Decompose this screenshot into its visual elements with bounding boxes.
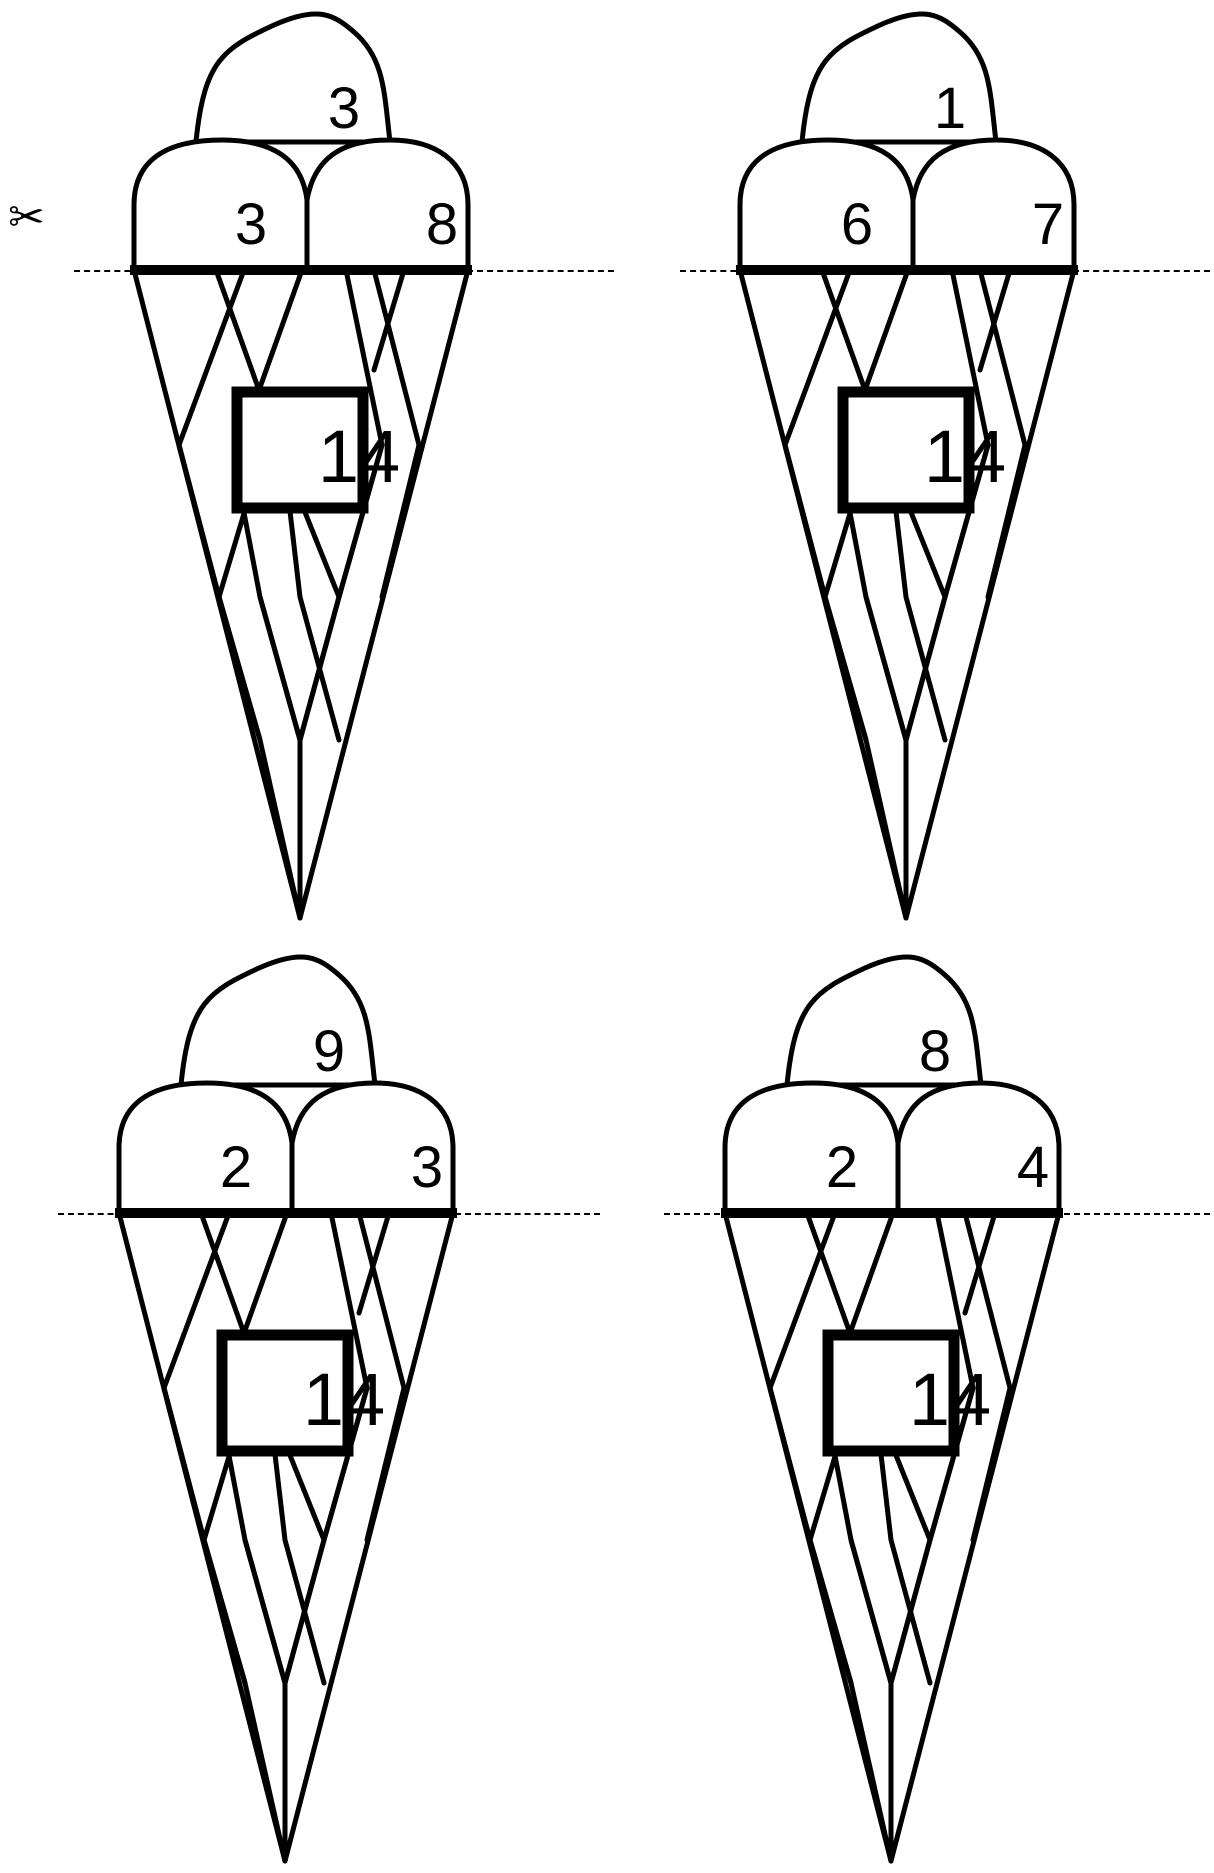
right-scoop-shape — [895, 1080, 1062, 1216]
cone-drawing — [721, 954, 1063, 1864]
cone-drawing — [130, 11, 472, 921]
ice-cream-cone-1: 3 3 8 14 — [130, 0, 574, 930]
target-sum-number: 14 — [908, 1358, 992, 1441]
target-sum-number: 14 — [923, 415, 1007, 498]
waffle-line-8 — [807, 1537, 854, 1686]
top-scoop-number: 1 — [933, 76, 967, 141]
left-scoop-number: 2 — [825, 1135, 859, 1200]
target-sum-number: 14 — [317, 415, 401, 498]
top-scoop-number: 3 — [327, 76, 361, 141]
waffle-line-7 — [863, 594, 948, 743]
scissors-icon: ✂ — [8, 192, 45, 243]
right-scoop-number: 3 — [410, 1135, 444, 1200]
right-scoop-shape — [289, 1080, 456, 1216]
cone-drawing — [736, 11, 1078, 921]
top-scoop-number: 9 — [312, 1019, 346, 1084]
waffle-line-1 — [767, 1210, 894, 1864]
left-scoop-shape — [737, 137, 916, 273]
top-scoop-shape — [193, 11, 393, 145]
top-scoop-shape — [799, 11, 999, 145]
ice-cream-cone-4: 8 2 4 14 — [721, 943, 1165, 1873]
waffle-line-8 — [201, 1537, 248, 1686]
left-scoop-number: 2 — [219, 1135, 253, 1200]
left-scoop-number: 3 — [234, 192, 268, 257]
target-box — [822, 1329, 960, 1457]
waffle-line-7 — [242, 1537, 327, 1686]
top-scoop-shape — [178, 954, 378, 1088]
target-box — [837, 386, 975, 514]
left-scoop-shape — [131, 137, 310, 273]
target-box — [216, 1329, 354, 1457]
target-box — [231, 386, 369, 514]
cone-drawing — [115, 954, 457, 1864]
waffle-line-6 — [356, 1210, 392, 1316]
left-scoop-shape — [722, 1080, 901, 1216]
top-scoop-shape — [784, 954, 984, 1088]
waffle-line-6 — [977, 267, 1013, 373]
waffle-line-7 — [848, 1537, 933, 1686]
waffle-line-1 — [161, 1210, 288, 1864]
waffle-line-8 — [216, 594, 263, 743]
left-scoop-number: 6 — [840, 192, 874, 257]
right-scoop-number: 8 — [425, 192, 459, 257]
ice-cream-cone-3: 9 2 3 14 — [115, 943, 559, 1873]
top-scoop-number: 8 — [918, 1019, 952, 1084]
right-scoop-number: 4 — [1016, 1135, 1050, 1200]
right-scoop-shape — [910, 137, 1077, 273]
waffle-line-6 — [371, 267, 407, 373]
right-scoop-shape — [304, 137, 471, 273]
target-sum-number: 14 — [302, 1358, 386, 1441]
right-scoop-number: 7 — [1031, 192, 1065, 257]
waffle-line-6 — [962, 1210, 998, 1316]
waffle-line-7 — [257, 594, 342, 743]
waffle-line-8 — [822, 594, 869, 743]
waffle-line-1 — [176, 267, 303, 921]
ice-cream-cone-2: 1 6 7 14 — [736, 0, 1180, 930]
left-scoop-shape — [116, 1080, 295, 1216]
waffle-line-1 — [782, 267, 909, 921]
